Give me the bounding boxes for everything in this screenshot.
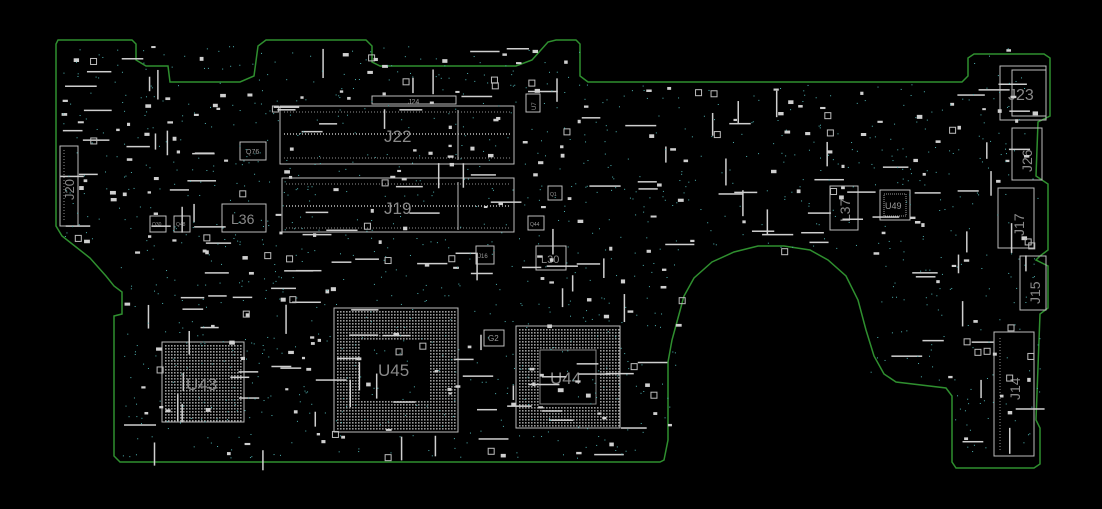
connector-j17	[997, 187, 1035, 249]
label-u49: U49	[885, 201, 902, 211]
label-j26: J26	[1019, 149, 1035, 172]
connector-j15	[1019, 255, 1047, 311]
label-u45: U45	[378, 361, 409, 380]
chip-u7	[525, 93, 541, 113]
label-q30: Q30	[152, 222, 162, 228]
label-j24: J24	[408, 99, 419, 106]
chip-u45-outline	[333, 307, 459, 433]
label-g2: G2	[488, 334, 499, 343]
label-j22: J22	[384, 127, 411, 146]
crystal-g2	[483, 329, 505, 347]
connector-j16	[475, 245, 495, 265]
connector-j22	[279, 105, 515, 165]
label-q1: Q1	[550, 192, 557, 198]
label-j17: J17	[1011, 213, 1027, 236]
connector-j14	[993, 331, 1035, 457]
label-u43: U43	[186, 375, 217, 394]
inductor-l36	[221, 203, 267, 233]
inductor-l30	[535, 245, 567, 271]
label-j19: J19	[384, 199, 411, 218]
label-u44: U44	[550, 369, 581, 388]
label-j14: J14	[1007, 377, 1023, 400]
transistor-q76	[239, 141, 267, 161]
board-outline	[55, 39, 1051, 469]
label-q76: Q76	[246, 149, 259, 156]
passive-components	[60, 46, 1045, 471]
transistor-q44	[527, 215, 545, 231]
label-l36: L36	[231, 211, 255, 227]
bga-u44	[519, 329, 620, 427]
label-j20: J20	[62, 179, 77, 200]
via-field	[62, 46, 1041, 459]
label-l37: L37	[837, 198, 853, 222]
label-q48: Q48	[176, 222, 186, 228]
transistor-q1	[547, 185, 563, 201]
connector-j24	[371, 95, 457, 105]
label-j23: J23	[1008, 87, 1034, 104]
connector-j19	[281, 177, 515, 233]
label-u7: U7	[532, 102, 538, 110]
chip-u43-outline	[161, 341, 245, 423]
connector-j26	[1011, 127, 1043, 181]
inductor-l37	[829, 185, 859, 231]
label-j16: J16	[478, 254, 488, 260]
chip-u44-outline	[515, 325, 621, 429]
label-q44: Q44	[530, 222, 540, 228]
transistor-q30	[149, 215, 167, 233]
label-j15: J15	[1027, 281, 1043, 304]
